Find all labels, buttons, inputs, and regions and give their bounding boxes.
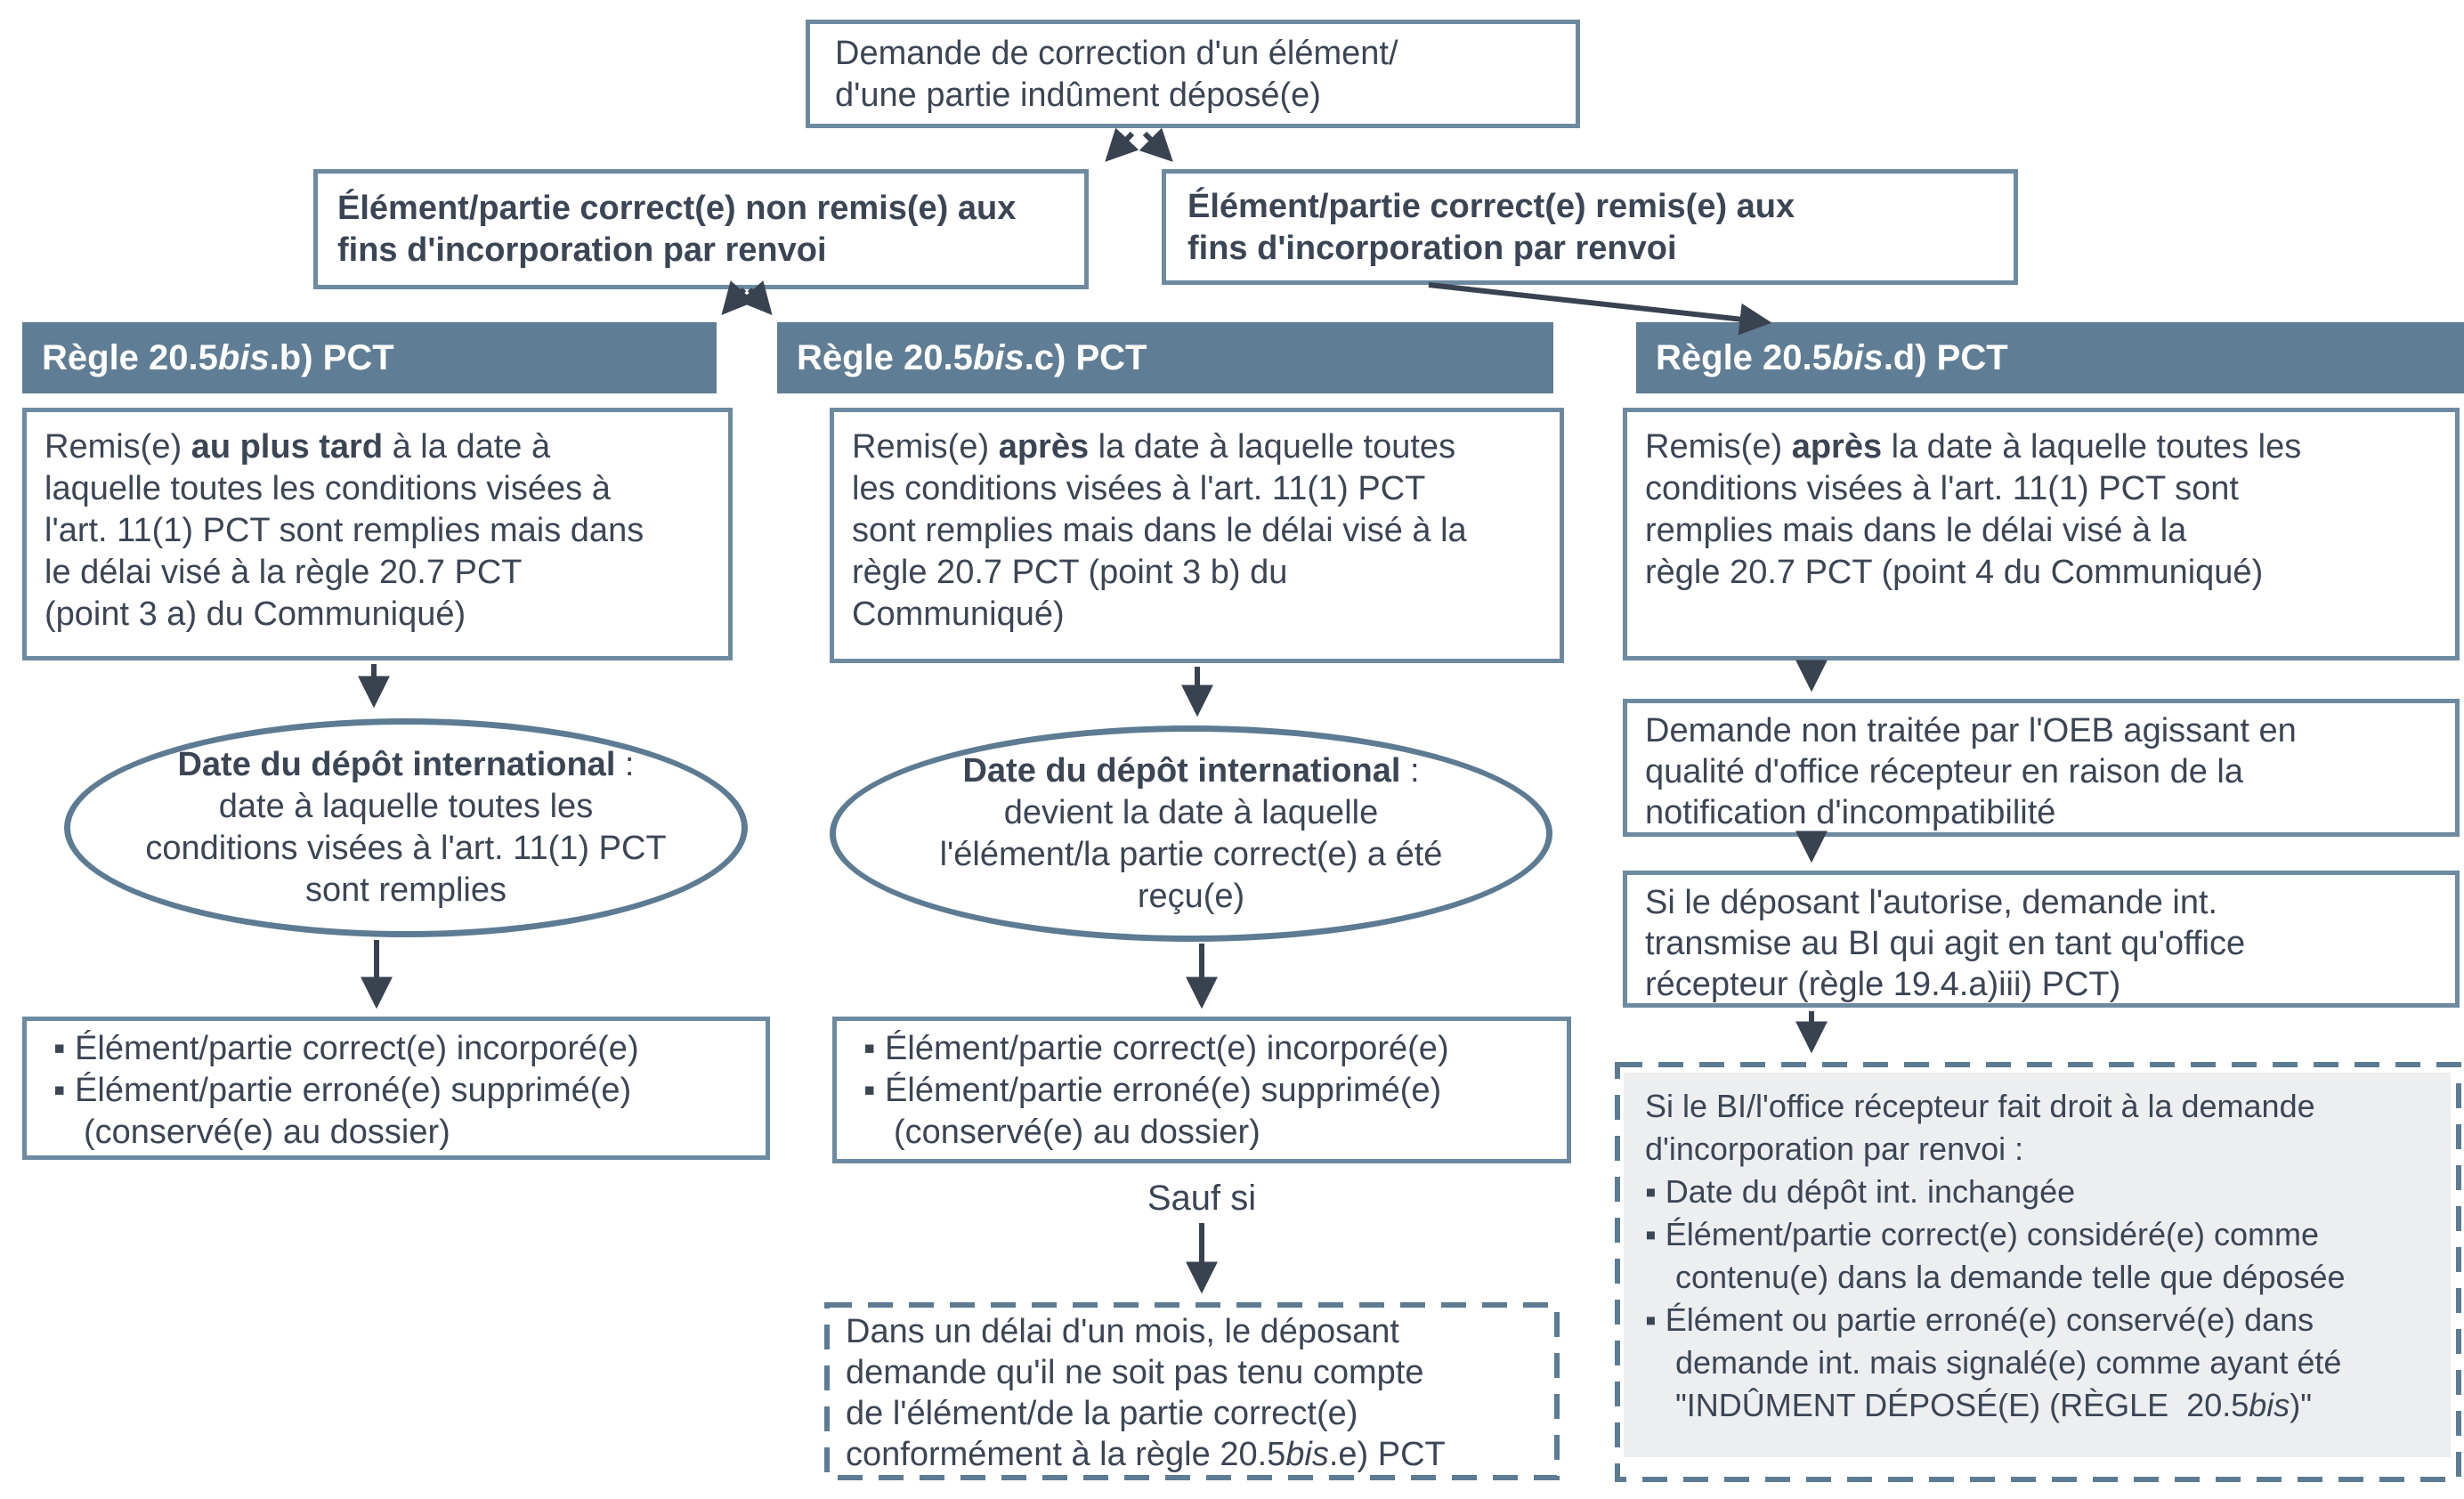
flow-node-request-correction: Demande de correction d'un élément/ d'un… <box>806 20 1580 128</box>
list-item: ▪ Élément/partie correct(e) incorporé(e) <box>863 1030 1449 1067</box>
header-rule-205bis-b-text: Règle 20.5bis.b) PCT <box>42 337 394 377</box>
flow-node-b-result: ▪ Élément/partie correct(e) incorporé(e)… <box>22 1017 770 1160</box>
header-rule-205bis-d: Règle 20.5bis.d) PCT <box>1636 322 2464 393</box>
flow-node-branch-furnished: Élément/partie correct(e) remis(e) aux f… <box>1162 169 2018 285</box>
flow-ellipse-filing-date-b: Date du dépôt international : date à laq… <box>64 718 748 937</box>
flow-node-d-not-processed: Demande non traitée par l'OEB agissant e… <box>1623 699 2460 837</box>
flow-node-branch-furnished-text: Élément/partie correct(e) remis(e) aux f… <box>1187 188 1795 267</box>
flow-node-c-result: ▪ Élément/partie correct(e) incorporé(e)… <box>832 1017 1571 1163</box>
flow-node-d-not-processed-text: Demande non traitée par l'OEB agissant e… <box>1645 712 2297 831</box>
sauf-si-label: Sauf si <box>1147 1179 1257 1218</box>
flow-node-d-result-intro: Si le BI/l'office récepteur fait droit à… <box>1645 1088 2315 1167</box>
flow-node-b-condition: Remis(e) au plus tard à la date à laquel… <box>22 408 733 660</box>
header-rule-205bis-c: Règle 20.5bis.c) PCT <box>777 322 1553 393</box>
dashed-border <box>1615 1062 2461 1482</box>
flow-node-d-condition: Remis(e) après la date à laquelle toutes… <box>1623 408 2460 660</box>
result-panel: Si le BI/l'office récepteur fait droit à… <box>1624 1073 2451 1457</box>
list-item: ▪ Date du dépôt int. inchangée <box>1645 1173 2076 1210</box>
flow-node-c-exception: Dans un délai d'un mois, le déposant dem… <box>824 1302 1560 1480</box>
arrow-left-branch-to-rule-b <box>721 280 755 316</box>
header-rule-205bis-c-text: Règle 20.5bis.c) PCT <box>797 337 1147 377</box>
list-item: ▪ Élément/partie erroné(e) supprimé(e) (… <box>53 1072 632 1151</box>
list-item: ▪ Élément/partie correct(e) incorporé(e) <box>53 1030 639 1067</box>
flow-node-request-correction-text: Demande de correction d'un élément/ d'un… <box>835 35 1398 114</box>
flow-ellipse-filing-date-c: Date du dépôt international : devient la… <box>830 725 1552 942</box>
flow-node-d-result: Si le BI/l'office récepteur fait droit à… <box>1615 1062 2461 1482</box>
flow-node-branch-not-furnished-text: Élément/partie correct(e) non remis(e) a… <box>337 190 1017 269</box>
list-item: ▪ Élément/partie correct(e) considéré(e)… <box>1645 1216 2346 1295</box>
flow-node-c-exception-text: Dans un délai d'un mois, le déposant dem… <box>846 1313 1446 1473</box>
flow-node-d-transmitted-bi-text: Si le déposant l'autorise, demande int. … <box>1645 884 2246 1003</box>
list-item: ▪ Élément/partie erroné(e) supprimé(e) (… <box>863 1072 1442 1151</box>
header-rule-205bis-d-text: Règle 20.5bis.d) PCT <box>1656 337 2008 377</box>
flow-node-branch-not-furnished: Élément/partie correct(e) non remis(e) a… <box>313 169 1089 289</box>
arrow-right-branch-to-rule-d <box>1428 282 1772 336</box>
flow-ellipse-filing-date-c-text: Date du dépôt international : devient la… <box>939 751 1443 915</box>
flow-node-b-condition-text: Remis(e) au plus tard à la date à laquel… <box>45 428 644 633</box>
flow-ellipse-filing-date-b-text: Date du dépôt international : date à laq… <box>145 746 667 909</box>
flow-node-d-condition-text: Remis(e) après la date à laquelle toutes… <box>1645 428 2302 591</box>
list-item: ▪ Élément ou partie erroné(e) conservé(e… <box>1645 1301 2342 1423</box>
flow-node-c-condition: Remis(e) après la date à laquelle toutes… <box>830 408 1564 663</box>
flow-node-c-condition-text: Remis(e) après la date à laquelle toutes… <box>852 428 1467 633</box>
arrow-top-to-right-branch <box>1139 127 1173 162</box>
arrow-left-branch-to-rule-c <box>739 280 773 316</box>
flow-node-d-transmitted-bi: Si le déposant l'autorise, demande int. … <box>1623 871 2460 1008</box>
header-rule-205bis-b: Règle 20.5bis.b) PCT <box>22 322 717 393</box>
arrow-top-to-left-branch <box>1105 127 1139 162</box>
